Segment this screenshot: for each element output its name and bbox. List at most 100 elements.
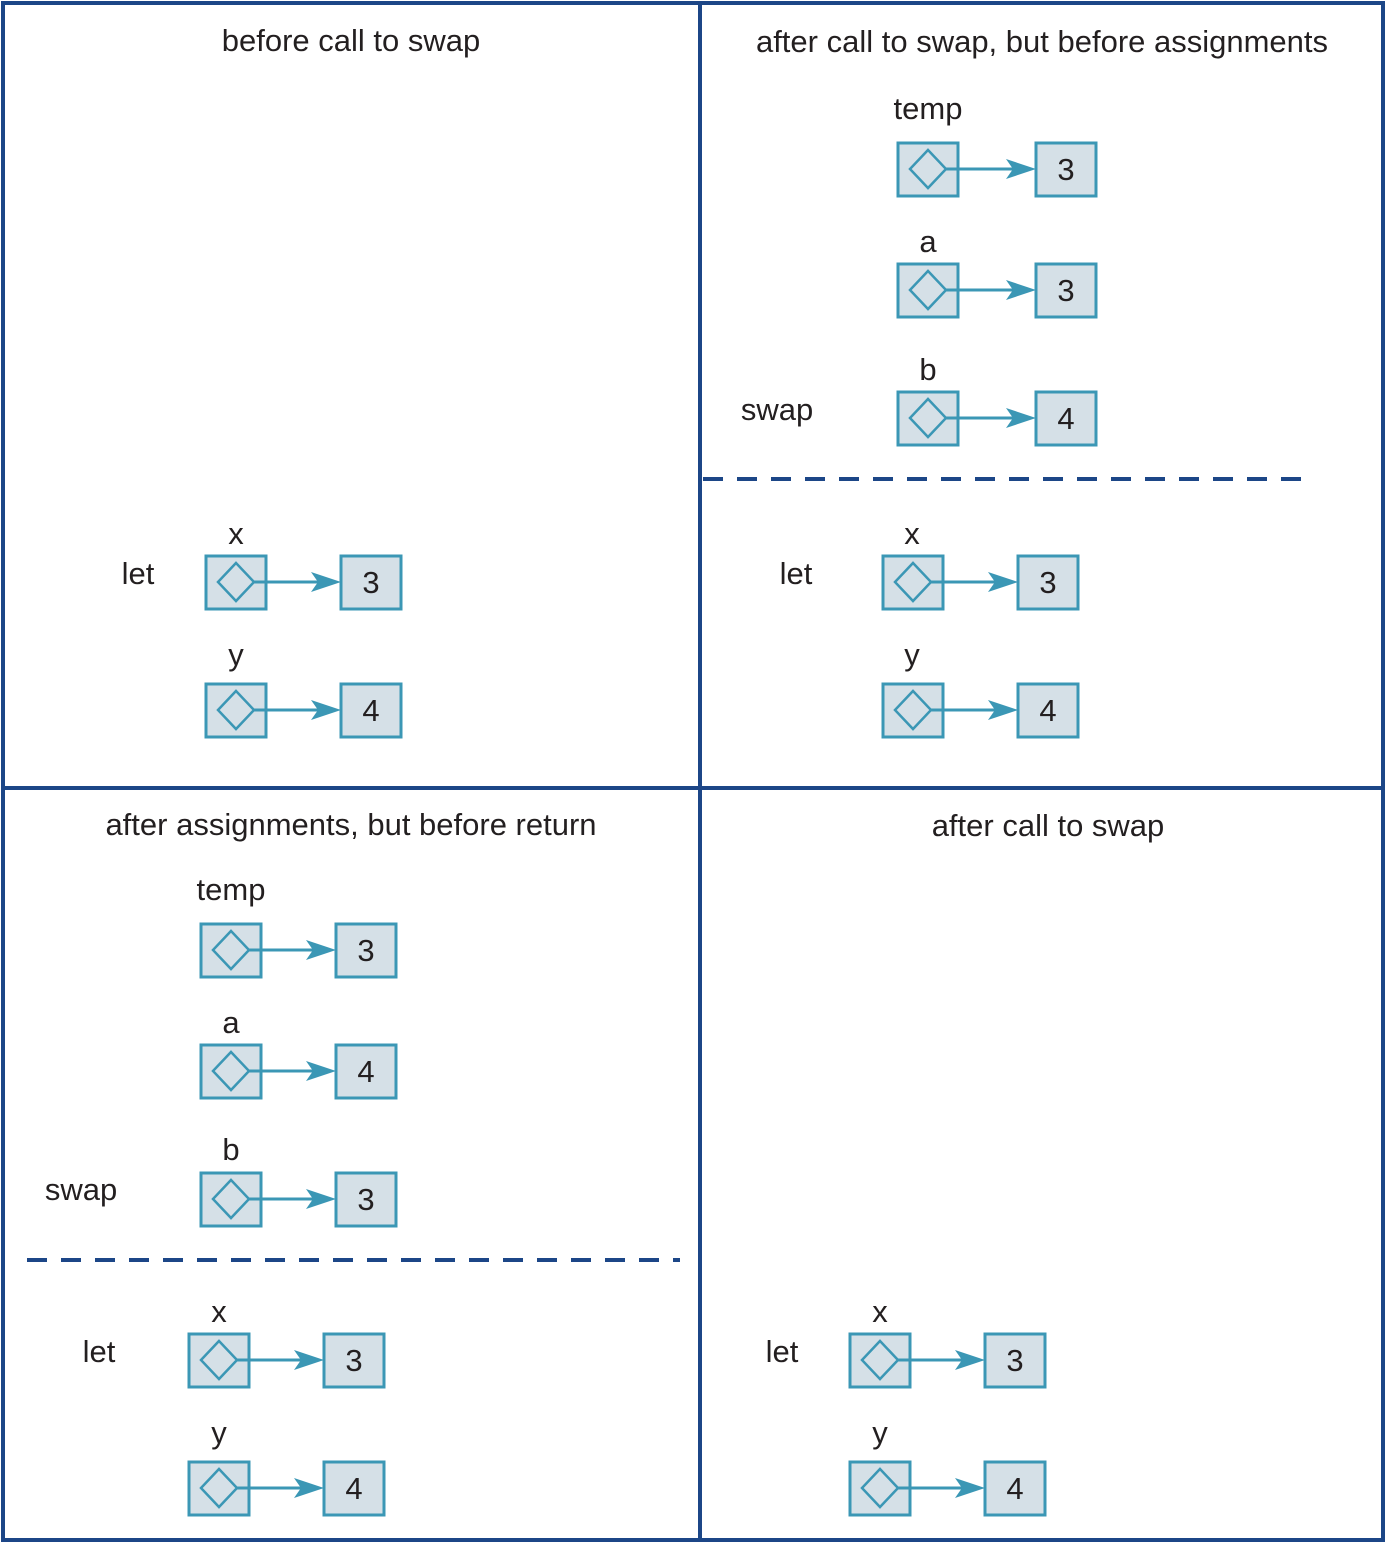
value-box bbox=[334, 922, 398, 979]
panel-after-assignments-before-return: after assignments, but before return swa… bbox=[27, 807, 680, 1517]
value-box bbox=[339, 682, 403, 739]
value-box bbox=[983, 1460, 1047, 1517]
variable-a: a 4 bbox=[199, 1005, 398, 1100]
arrowhead-icon bbox=[311, 700, 341, 720]
arrowhead-icon bbox=[955, 1478, 985, 1498]
pointer-diamond-icon bbox=[908, 269, 948, 311]
value-text: 4 bbox=[1006, 1471, 1023, 1506]
variable-x: x 3 bbox=[187, 1294, 386, 1389]
let-frame: let x 3 y 4 bbox=[780, 516, 1080, 739]
value-box bbox=[1034, 390, 1098, 447]
value-box bbox=[334, 1043, 398, 1100]
value-text: 3 bbox=[357, 933, 374, 968]
arrowhead-icon bbox=[306, 940, 336, 960]
value-box bbox=[1016, 554, 1080, 611]
value-text: 3 bbox=[345, 1343, 362, 1378]
pointer-diamond-icon bbox=[199, 1339, 239, 1381]
value-text: 4 bbox=[357, 1054, 374, 1089]
panel-before-call: before call to swap let x 3 y 4 bbox=[122, 23, 480, 739]
pointer-diamond-icon bbox=[908, 148, 948, 190]
variable-y: y 4 bbox=[881, 637, 1080, 739]
value-box bbox=[339, 554, 403, 611]
arrowhead-icon bbox=[1006, 159, 1036, 179]
frame-label: swap bbox=[741, 392, 813, 427]
panel-title: after assignments, but before return bbox=[105, 807, 596, 842]
panel-title: before call to swap bbox=[222, 23, 480, 58]
swap-frame: swap temp 3 a 3 b bbox=[741, 91, 1098, 447]
variable-name: temp bbox=[197, 872, 266, 907]
pointer-diamond-icon bbox=[893, 689, 933, 731]
panel-after-call-before-assignments: after call to swap, but before assignmen… bbox=[703, 24, 1328, 739]
pointer-diamond-icon bbox=[860, 1339, 900, 1381]
frame-label: let bbox=[83, 1334, 116, 1369]
arrowhead-icon bbox=[306, 1061, 336, 1081]
let-frame: let x 3 y 4 bbox=[83, 1294, 386, 1517]
value-box bbox=[334, 1171, 398, 1228]
variable-name: b bbox=[919, 352, 936, 387]
variable-y: y 4 bbox=[187, 1415, 386, 1517]
pointer-diamond-icon bbox=[216, 689, 256, 731]
value-box bbox=[1034, 141, 1098, 198]
variable-temp: temp 3 bbox=[894, 91, 1098, 198]
frame-label: let bbox=[122, 556, 155, 591]
let-frame: let x 3 y 4 bbox=[766, 1294, 1047, 1517]
arrowhead-icon bbox=[988, 572, 1018, 592]
arrowhead-icon bbox=[306, 1189, 336, 1209]
value-box bbox=[1034, 262, 1098, 319]
variable-x: x 3 bbox=[204, 516, 403, 611]
pointer-diamond-icon bbox=[211, 929, 251, 971]
variable-name: temp bbox=[894, 91, 963, 126]
pointer-diamond-icon bbox=[908, 397, 948, 439]
variable-name: a bbox=[222, 1005, 240, 1040]
variable-y: y 4 bbox=[204, 637, 403, 739]
variable-name: x bbox=[228, 516, 244, 551]
arrowhead-icon bbox=[311, 572, 341, 592]
variable-name: y bbox=[904, 637, 920, 672]
variable-a: a 3 bbox=[896, 224, 1098, 319]
variable-name: y bbox=[872, 1415, 888, 1450]
value-text: 3 bbox=[357, 1182, 374, 1217]
value-box bbox=[983, 1332, 1047, 1389]
swap-frame: swap temp 3 a 4 b bbox=[45, 872, 398, 1228]
value-text: 3 bbox=[1039, 565, 1056, 600]
value-box bbox=[322, 1460, 386, 1517]
value-text: 4 bbox=[362, 693, 379, 728]
variable-name: b bbox=[222, 1132, 239, 1167]
variable-name: x bbox=[872, 1294, 888, 1329]
variable-name: y bbox=[211, 1415, 227, 1450]
arrowhead-icon bbox=[955, 1350, 985, 1370]
variable-name: y bbox=[228, 637, 244, 672]
variable-y: y 4 bbox=[848, 1415, 1047, 1517]
variable-b: b 4 bbox=[896, 352, 1098, 447]
arrowhead-icon bbox=[988, 700, 1018, 720]
pointer-diamond-icon bbox=[199, 1467, 239, 1509]
value-box bbox=[1016, 682, 1080, 739]
variable-name: x bbox=[904, 516, 920, 551]
variable-b: b 3 bbox=[199, 1132, 398, 1228]
arrowhead-icon bbox=[294, 1350, 324, 1370]
arrowhead-icon bbox=[1006, 408, 1036, 428]
value-text: 4 bbox=[345, 1471, 362, 1506]
variable-name: x bbox=[211, 1294, 227, 1329]
arrowhead-icon bbox=[294, 1478, 324, 1498]
value-text: 3 bbox=[1057, 273, 1074, 308]
frame-label: let bbox=[780, 556, 813, 591]
value-text: 4 bbox=[1039, 693, 1056, 728]
panel-title: after call to swap bbox=[932, 808, 1165, 843]
panel-after-call: after call to swap let x 3 y 4 bbox=[766, 808, 1165, 1517]
variable-x: x 3 bbox=[881, 516, 1080, 611]
pointer-diamond-icon bbox=[893, 561, 933, 603]
frame-label: let bbox=[766, 1334, 799, 1369]
value-text: 4 bbox=[1057, 401, 1074, 436]
arrowhead-icon bbox=[1006, 280, 1036, 300]
value-text: 3 bbox=[1006, 1343, 1023, 1378]
value-box bbox=[322, 1332, 386, 1389]
pointer-diamond-icon bbox=[216, 561, 256, 603]
pointer-diamond-icon bbox=[211, 1178, 251, 1220]
let-frame: let x 3 y 4 bbox=[122, 516, 403, 739]
frame-label: swap bbox=[45, 1172, 117, 1207]
variable-name: a bbox=[919, 224, 937, 259]
value-text: 3 bbox=[1057, 152, 1074, 187]
